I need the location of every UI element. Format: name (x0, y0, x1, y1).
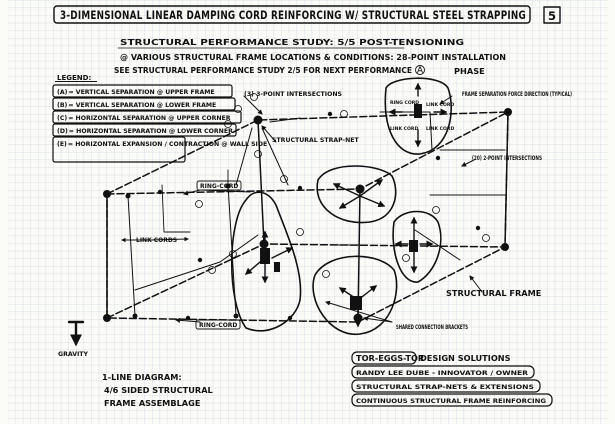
caption-line-3: FRAME ASSEMBLAGE (104, 398, 200, 408)
legend-text-d: = HORIZONTAL SEPARATION @ LOWER CORNER (69, 127, 233, 135)
legend-text-c: = HORIZONTAL SEPARATION @ UPPER CORNER (68, 114, 231, 122)
legend-text-e: = HORIZONTAL EXPANSION / CONTRACTION @ W… (68, 140, 267, 148)
title-box (53, 5, 531, 24)
strap-net-lower-left (230, 191, 302, 332)
header: 3-DIMENSIONAL LINEAR DAMPING CORD REINFO… (53, 5, 561, 24)
strap-net-lower-right (312, 255, 398, 335)
phase-a-circle (415, 65, 425, 75)
page-number: 5 (548, 9, 556, 23)
subtitle-line-2: @ VARIOUS STRUCTURAL FRAME LOCATIONS & C… (120, 52, 506, 62)
circled-markers (195, 93, 490, 278)
label-ring-cord-top: RING-CORD (200, 183, 238, 190)
caption-line-2: 4/6 SIDED STRUCTURAL (104, 385, 213, 395)
legend-code-e: (E) (57, 141, 67, 148)
subtitle-line-3: SEE STRUCTURAL PERFORMANCE STUDY 2/5 FOR… (114, 65, 412, 75)
credits-design-solutions: DESIGN SOLUTIONS (420, 353, 511, 363)
node (103, 190, 111, 198)
strap-net-center (316, 165, 397, 224)
label-ring-cord-detail: RING CORD (390, 100, 419, 106)
strap-net-loops (230, 77, 452, 335)
svg-text:(E)= HORIZONTAL EXPANSION / CO: (E)= HORIZONTAL EXPANSION / CONTRACTION … (57, 140, 267, 148)
svg-text:(A)= VERTICAL SEPARATION @ UPP: (A)= VERTICAL SEPARATION @ UPPER FRAME (57, 88, 215, 96)
label-two-point-intersections: (20) 2-POINT INTERSECTIONS (472, 155, 542, 162)
subtitle-line-1: STRUCTURAL PERFORMANCE STUDY: 5/5 POST-T… (120, 37, 464, 47)
credits-reinforcing: CONTINUOUS STRUCTURAL FRAME REINFORCING (356, 398, 546, 405)
page-title: 3-DIMENSIONAL LINEAR DAMPING CORD REINFO… (60, 8, 526, 22)
label-shared-connection-brackets: SHARED CONNECTION BRACKETS (396, 324, 468, 331)
credits-strap-nets: STRUCTURAL STRAP-NETS & EXTENSIONS (356, 384, 534, 391)
page-number-box (543, 6, 561, 24)
label-link-cord-detail-3: LINK CORD (426, 126, 454, 132)
caption-line-1: 1-LINE DIAGRAM: (102, 372, 182, 382)
credits-block: TOR-EGGS-TOR DESIGN SOLUTIONS RANDY LEE … (351, 351, 553, 407)
gravity-indicator: GRAVITY (58, 320, 89, 358)
graph-paper-grid (8, 0, 608, 424)
label-structural-frame: STRUCTURAL FRAME (446, 288, 541, 298)
legend-code-a: (A) (57, 89, 68, 96)
credits-brand: TOR-EGGS-TOR (356, 353, 425, 363)
node (355, 184, 365, 194)
label-link-cord-detail-1: LINK CORD (426, 102, 454, 108)
node (103, 314, 111, 322)
svg-text:(C)= HORIZONTAL SEPARATION @ U: (C)= HORIZONTAL SEPARATION @ UPPER CORNE… (57, 114, 231, 122)
gravity-arrow-icon (69, 320, 83, 344)
svg-text:(B)= VERTICAL SEPARATION @ LOW: (B)= VERTICAL SEPARATION @ LOWER FRAME (57, 101, 216, 109)
label-link-cord-detail-2: LINK CORD (390, 126, 418, 132)
legend-text-b: = VERTICAL SEPARATION @ LOWER FRAME (68, 101, 216, 109)
credits-owner: RANDY LEE DUBE - INNOVATOR / OWNER (356, 370, 528, 377)
legend-text-a: = VERTICAL SEPARATION @ UPPER FRAME (68, 88, 214, 96)
node (504, 108, 512, 116)
diagram-caption: 1-LINE DIAGRAM: 4/6 SIDED STRUCTURAL FRA… (102, 372, 213, 408)
node (253, 115, 263, 125)
legend: LEGEND: (A)= VERTICAL SEPARATION @ UPPER… (52, 74, 267, 163)
phase-label: PHASE (454, 66, 485, 76)
label-structural-strap-net: STRUCTURAL STRAP-NET (272, 137, 360, 144)
strap-net-detail-top (384, 77, 452, 155)
node (259, 239, 269, 249)
legend-title: LEGEND: (57, 74, 91, 82)
label-ring-cord-bottom: RING-CORD (199, 322, 237, 329)
label-gravity: GRAVITY (58, 351, 89, 358)
legend-code-b: (B) (57, 102, 68, 109)
annotations: (3) 3-POINT INTERSECTIONS STRUCTURAL STR… (136, 91, 572, 331)
label-link-cords: LINK-CORDS (136, 237, 177, 244)
label-three-point-intersections: (3) 3-POINT INTERSECTIONS (244, 91, 342, 98)
legend-code-d: (D) (57, 128, 68, 135)
strap-net-right (392, 210, 442, 283)
intersection-nodes (103, 108, 512, 323)
subtitle-block: STRUCTURAL PERFORMANCE STUDY: 5/5 POST-T… (114, 37, 506, 76)
connection-brackets (260, 104, 422, 310)
legend-code-c: (C) (57, 115, 67, 122)
node (501, 243, 509, 251)
svg-text:(D)= HORIZONTAL SEPARATION @ L: (D)= HORIZONTAL SEPARATION @ LOWER CORNE… (57, 127, 233, 135)
label-frame-separation-force: FRAME SEPARATION FORCE DIRECTION (TYPICA… (462, 91, 572, 98)
